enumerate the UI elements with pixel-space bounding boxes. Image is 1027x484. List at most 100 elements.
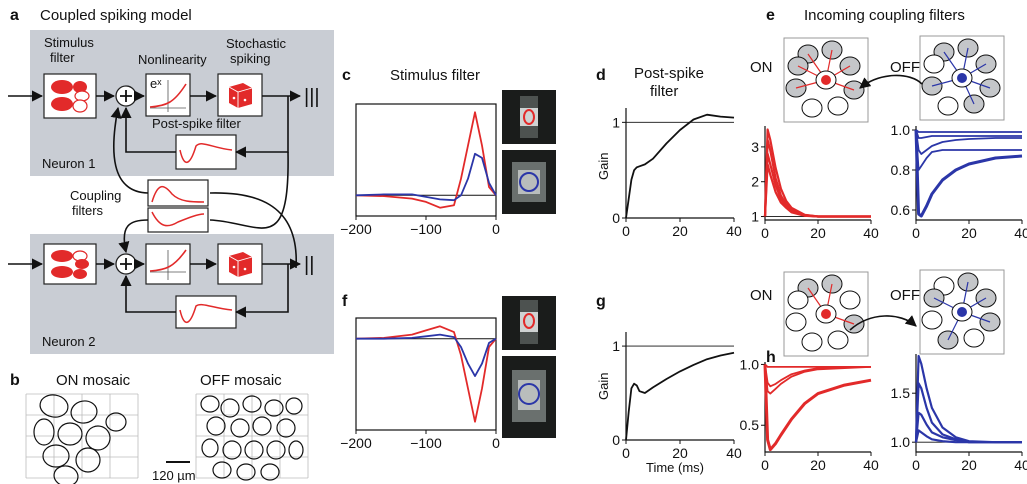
dice-icon-2	[228, 252, 253, 277]
spike-train-1: |||	[304, 86, 320, 108]
receptive-field-outline	[222, 440, 242, 460]
panel-label-c: c	[342, 67, 351, 84]
x-tick-label: 40	[863, 225, 879, 241]
series-line	[764, 364, 872, 395]
sum-node-icon	[115, 85, 137, 107]
x-tick-label: 0	[912, 225, 920, 241]
receptive-field-outline	[220, 398, 240, 418]
cell-outline	[801, 98, 823, 118]
coupling-hub-off-2	[919, 269, 1005, 355]
rf-image-off-center	[502, 150, 556, 214]
coupling-label-1: Coupling	[70, 188, 121, 203]
receptive-field-outline	[70, 400, 98, 424]
coupling-hub-on	[783, 37, 869, 123]
plot-axes	[915, 126, 1022, 221]
nonlinearity-label: Nonlinearity	[138, 52, 207, 67]
y-tick-label: 1	[612, 114, 620, 130]
y-tick-label: 0.5	[740, 417, 760, 433]
receptive-field-outline	[242, 395, 262, 413]
series-line	[915, 129, 1022, 133]
center-cell	[821, 75, 831, 85]
coupling-hub-on-2	[783, 271, 869, 357]
panel-label-h: h	[766, 349, 776, 366]
on-mosaic	[25, 393, 139, 484]
y-tick-label: 0	[612, 432, 620, 448]
y-tick-label: 1.0	[891, 434, 911, 450]
cell-outline	[839, 290, 861, 310]
y-tick-label: 0	[612, 210, 620, 226]
post-spike-curve-1	[179, 143, 233, 163]
series-line	[625, 113, 735, 219]
receptive-field-outline	[252, 416, 272, 436]
series-line	[914, 411, 1022, 444]
cell-outline	[937, 96, 959, 116]
exp-curve	[149, 83, 187, 108]
receptive-field-icon	[51, 80, 90, 113]
x-tick-label: 40	[1014, 225, 1027, 241]
series-line	[764, 364, 871, 388]
receptive-field-outline	[33, 418, 55, 446]
g-xlabel: Time (ms)	[646, 460, 704, 475]
receptive-field-outline	[85, 425, 111, 451]
e-off-label: OFF	[890, 59, 920, 76]
receptive-field-icon-2	[51, 250, 89, 279]
x-tick-label: −200	[340, 435, 372, 451]
series-line	[355, 152, 497, 202]
cell-outline	[923, 54, 945, 74]
series-line	[914, 129, 1023, 218]
receptive-field-outline	[276, 418, 296, 438]
series-line	[914, 354, 1022, 444]
plot-axes	[625, 108, 734, 219]
x-tick-label: 20	[961, 225, 977, 241]
x-tick-label: 0	[912, 457, 920, 473]
receptive-field-outline	[57, 422, 83, 446]
series-line	[915, 129, 1022, 171]
y-tick-label: 1.5	[891, 385, 911, 401]
center-cell	[957, 73, 967, 83]
y-tick-label: 1.0	[740, 356, 760, 372]
plot-axes	[764, 362, 871, 453]
receptive-field-outline	[244, 440, 264, 460]
cell-outline	[921, 310, 943, 330]
x-tick-label: −200	[340, 221, 372, 237]
panel-a-title: Coupled spiking model	[40, 7, 192, 24]
coupling-hub-off	[919, 35, 1005, 121]
rf-image-on-center	[502, 90, 556, 144]
e-on-label: ON	[750, 59, 773, 76]
series-line	[355, 325, 497, 423]
receptive-field-outline	[105, 412, 127, 432]
coupling-label-2: filters	[72, 203, 104, 218]
plot-axes	[625, 332, 734, 441]
cell-outline	[963, 328, 985, 348]
panel-label-e: e	[766, 7, 775, 24]
receptive-field-outline	[236, 463, 256, 481]
x-tick-label: 0	[492, 221, 500, 237]
plot-frame	[355, 103, 497, 217]
receptive-field-outline	[201, 438, 219, 458]
panel-label-b: b	[10, 372, 20, 389]
panel-d-title-1: Post-spike	[634, 65, 704, 82]
h-arrow	[849, 315, 917, 331]
receptive-field-outline	[75, 447, 101, 473]
spike-train-2: ||	[304, 254, 314, 276]
receptive-field-outline	[285, 397, 303, 415]
post-spike-curve-2	[179, 303, 233, 323]
receptive-field-outline	[53, 465, 79, 484]
sum-node-icon-2	[115, 253, 137, 275]
rf-image-off-center-2	[502, 356, 556, 438]
h-on-label: ON	[750, 287, 773, 304]
panel-e-title: Incoming coupling filters	[804, 7, 965, 24]
x-tick-label: 20	[672, 223, 688, 239]
cell-outline	[785, 312, 807, 332]
cell-outline	[827, 96, 849, 116]
dice-icon	[228, 83, 253, 108]
receptive-field-outline	[230, 418, 250, 438]
coupling-curve-1	[151, 186, 205, 203]
receptive-field-outline	[288, 440, 304, 460]
series-line	[763, 138, 871, 218]
coupling-curve-2	[151, 211, 205, 227]
plot-axes	[915, 354, 1022, 453]
